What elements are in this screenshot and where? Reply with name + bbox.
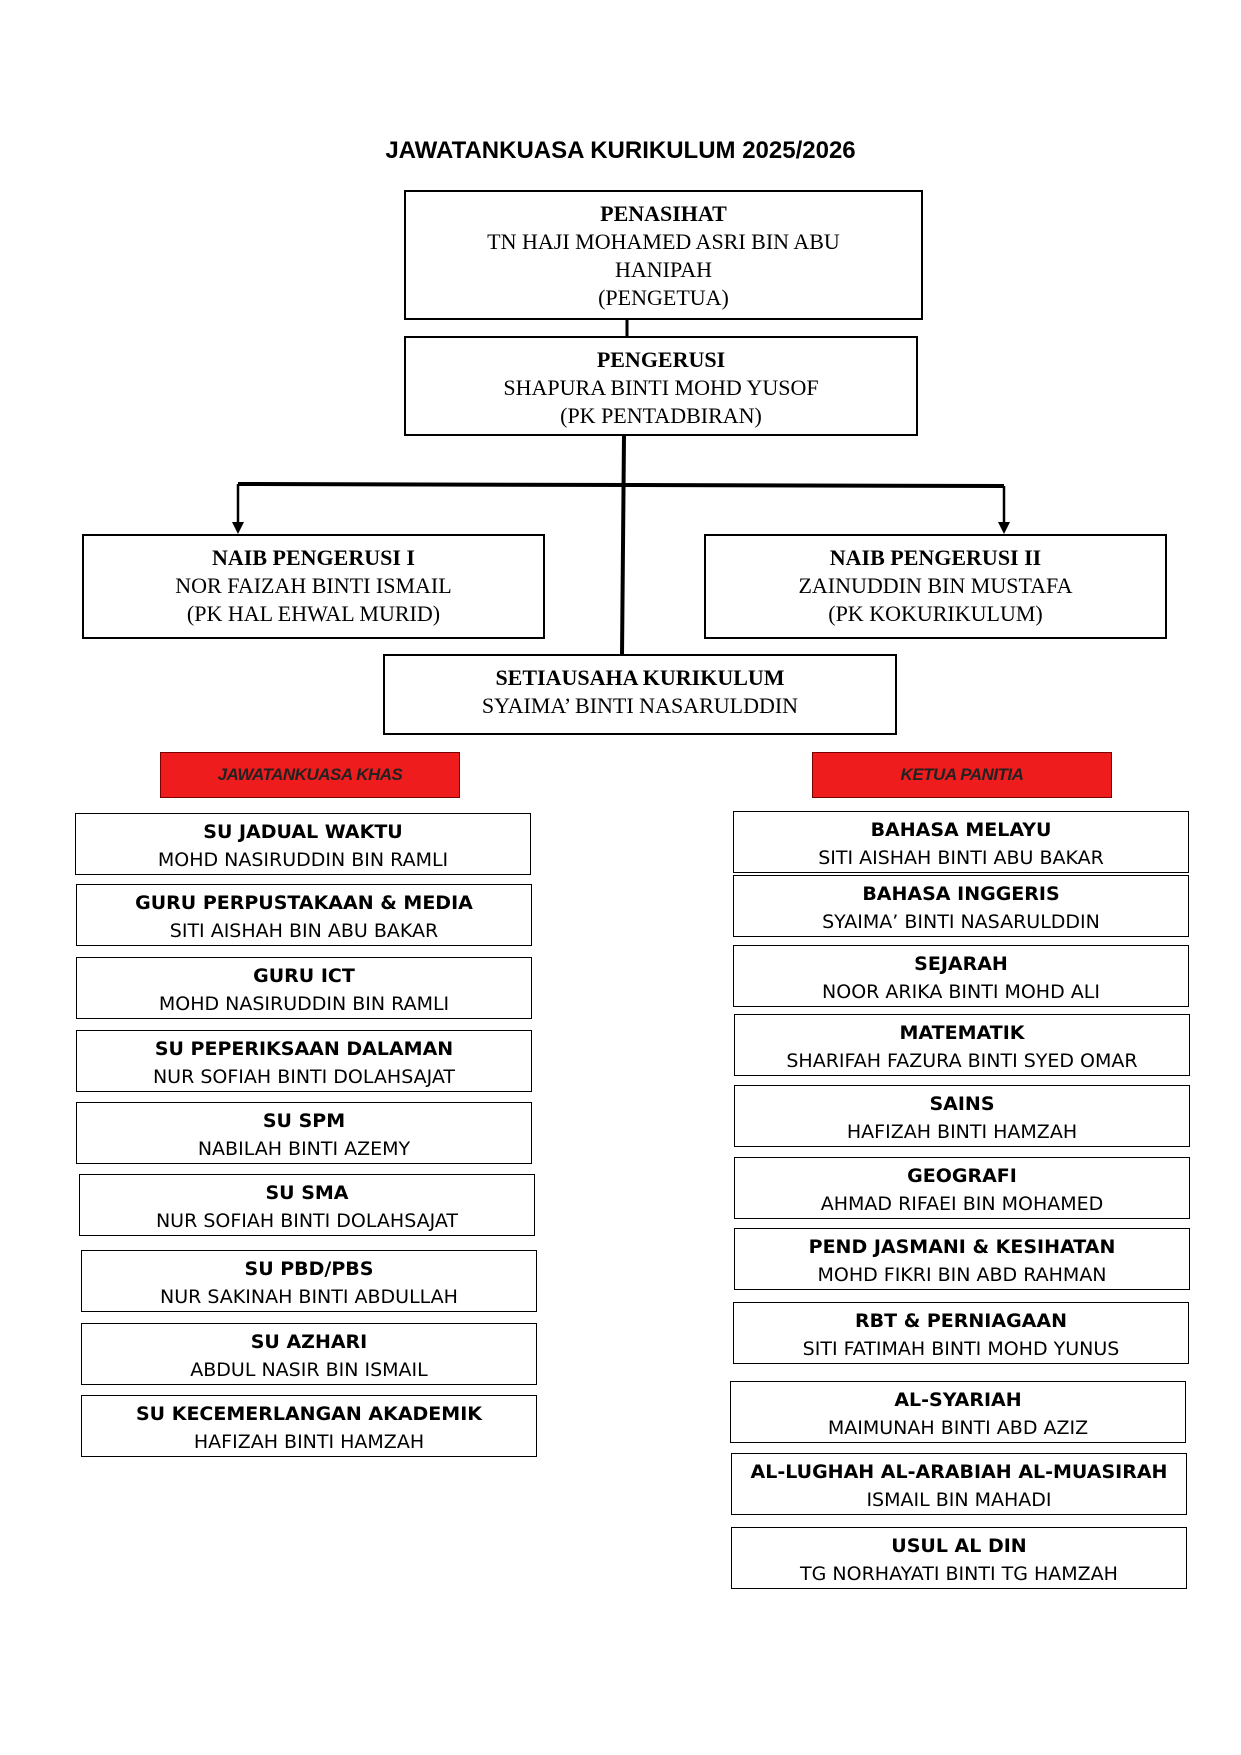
panitia-item: MATEMATIK SHARIFAH FAZURA BINTI SYED OMAR (734, 1014, 1190, 1076)
khas-item-name: NUR SOFIAH BINTI DOLAHSAJAT (155, 1210, 459, 1232)
setiausaha-box: SETIAUSAHA KURIKULUM SYAIMA’ BINTI NASAR… (383, 654, 897, 735)
panitia-item-title: BAHASA INGGERIS (862, 883, 1060, 905)
naib1-name: NOR FAIZAH BINTI ISMAIL (175, 573, 452, 598)
panitia-item: BAHASA MELAYU SITI AISHAH BINTI ABU BAKAR (733, 811, 1189, 873)
khas-item-title: SU SMA (265, 1182, 349, 1204)
naib2-name: ZAINUDDIN BIN MUSTAFA (798, 573, 1073, 598)
panitia-item: SEJARAH NOOR ARIKA BINTI MOHD ALI (733, 945, 1189, 1007)
naib2-position: (PK KOKURIKULUM) (828, 601, 1043, 626)
panitia-item: PEND JASMANI & KESIHATAN MOHD FIKRI BIN A… (734, 1228, 1190, 1290)
khas-heading: JAWATANKUASA KHAS (160, 752, 460, 798)
panitia-item-name: SYAIMA’ BINTI NASARULDDIN (822, 911, 1100, 933)
khas-item: SU AZHARI ABDUL NASIR BIN ISMAIL (81, 1323, 537, 1385)
connector-horizontal-branch (237, 482, 1005, 488)
khas-item-title: SU PBD/PBS (244, 1258, 374, 1280)
khas-item-name: NUR SAKINAH BINTI ABDULLAH (160, 1286, 458, 1308)
pengerusi-name: SHAPURA BINTI MOHD YUSOF (503, 375, 819, 400)
khas-item-name: MOHD NASIRUDDIN BIN RAMLI (158, 993, 450, 1015)
naib1-box: NAIB PENGERUSI I NOR FAIZAH BINTI ISMAIL… (82, 534, 545, 639)
page-title: JAWATANKUASA KURIKULUM 2025/2026 (385, 137, 856, 164)
khas-item-title: GURU PERPUSTAKAAN & MEDIA (135, 892, 473, 914)
penasihat-box: PENASIHAT TN HAJI MOHAMED ASRI BIN ABU H… (404, 190, 923, 320)
khas-item: SU JADUAL WAKTU MOHD NASIRUDDIN BIN RAMLI (75, 813, 531, 875)
khas-item-name: NUR SOFIAH BINTI DOLAHSAJAT (152, 1066, 456, 1088)
panitia-item-title: AL-SYARIAH (894, 1389, 1022, 1411)
khas-item: SU PBD/PBS NUR SAKINAH BINTI ABDULLAH (81, 1250, 537, 1312)
panitia-item-title: PEND JASMANI & KESIHATAN (808, 1236, 1116, 1258)
panitia-item: RBT & PERNIAGAAN SITI FATIMAH BINTI MOHD … (733, 1302, 1189, 1364)
panitia-item-title: MATEMATIK (899, 1022, 1025, 1044)
khas-item: SU SPM NABILAH BINTI AZEMY (76, 1102, 532, 1164)
khas-item-title: SU AZHARI (250, 1331, 368, 1353)
penasihat-name-line2: HANIPAH (615, 257, 712, 282)
panitia-item-name: SITI AISHAH BINTI ABU BAKAR (818, 847, 1104, 869)
panitia-item-name: MOHD FIKRI BIN ABD RAHMAN (817, 1264, 1107, 1286)
naib2-role: NAIB PENGERUSI II (829, 545, 1042, 570)
panitia-item-title: USUL AL DIN (891, 1535, 1027, 1557)
penasihat-position: (PENGETUA) (598, 285, 729, 310)
panitia-item-name: AHMAD RIFAEI BIN MOHAMED (820, 1193, 1104, 1215)
naib1-position: (PK HAL EHWAL MURID) (186, 601, 441, 626)
khas-item-name: MOHD NASIRUDDIN BIN RAMLI (157, 849, 449, 871)
khas-item: SU PEPERIKSAAN DALAMAN NUR SOFIAH BINTI D… (76, 1030, 532, 1092)
khas-item: SU KECEMERLANGAN AKADEMIK HAFIZAH BINTI H… (81, 1395, 537, 1457)
khas-item-title: SU PEPERIKSAAN DALAMAN (154, 1038, 454, 1060)
panitia-item-name: NOOR ARIKA BINTI MOHD ALI (822, 981, 1100, 1003)
panitia-item-name: SHARIFAH FAZURA BINTI SYED OMAR (786, 1050, 1138, 1072)
panitia-item-title: AL-LUGHAH AL-ARABIAH AL-MUASIRAH (750, 1461, 1168, 1483)
arrow-naib1-icon (232, 522, 244, 534)
pengerusi-position: (PK PENTADBIRAN) (560, 403, 762, 428)
khas-item-title: GURU ICT (253, 965, 355, 987)
penasihat-name-line1: TN HAJI MOHAMED ASRI BIN ABU (487, 229, 840, 254)
khas-item: SU SMA NUR SOFIAH BINTI DOLAHSAJAT (79, 1174, 535, 1236)
penasihat-role: PENASIHAT (600, 201, 727, 226)
panitia-item-title: BAHASA MELAYU (870, 819, 1052, 841)
panitia-item: SAINS HAFIZAH BINTI HAMZAH (734, 1085, 1190, 1147)
panitia-item-title: GEOGRAFI (907, 1165, 1017, 1187)
panitia-item-title: SAINS (929, 1093, 995, 1115)
setiausaha-name: SYAIMA’ BINTI NASARULDDIN (481, 693, 799, 718)
khas-item-title: SU JADUAL WAKTU (203, 821, 403, 843)
arrow-naib2-icon (998, 522, 1010, 534)
khas-item-name: NABILAH BINTI AZEMY (197, 1138, 411, 1160)
panitia-item-name: SITI FATIMAH BINTI MOHD YUNUS (802, 1338, 1120, 1360)
khas-item-name: HAFIZAH BINTI HAMZAH (193, 1431, 425, 1453)
panitia-item-title: SEJARAH (914, 953, 1008, 975)
pengerusi-box: PENGERUSI SHAPURA BINTI MOHD YUSOF (PK P… (404, 336, 918, 436)
panitia-item-name: HAFIZAH BINTI HAMZAH (846, 1121, 1078, 1143)
naib2-box: NAIB PENGERUSI II ZAINUDDIN BIN MUSTAFA … (704, 534, 1167, 639)
khas-item-title: SU KECEMERLANGAN AKADEMIK (136, 1403, 482, 1425)
setiausaha-role: SETIAUSAHA KURIKULUM (495, 665, 785, 690)
panitia-item-name: TG NORHAYATI BINTI TG HAMZAH (800, 1563, 1118, 1585)
panitia-item: USUL AL DIN TG NORHAYATI BINTI TG HAMZAH (731, 1527, 1187, 1589)
naib1-role: NAIB PENGERUSI I (212, 545, 415, 570)
panitia-item-title: RBT & PERNIAGAAN (855, 1310, 1067, 1332)
panitia-item: GEOGRAFI AHMAD RIFAEI BIN MOHAMED (734, 1157, 1190, 1219)
panitia-item-name: MAIMUNAH BINTI ABD AZIZ (827, 1417, 1089, 1439)
pengerusi-role: PENGERUSI (596, 347, 726, 372)
connector-pengerusi-setiausaha (620, 435, 626, 657)
panitia-heading: KETUA PANITIA (812, 752, 1112, 798)
panitia-item-name: ISMAIL BIN MAHADI (866, 1489, 1052, 1511)
panitia-item: AL-LUGHAH AL-ARABIAH AL-MUASIRAH ISMAIL B… (731, 1453, 1187, 1515)
khas-item-name: SITI AISHAH BIN ABU BAKAR (169, 920, 439, 942)
khas-item-name: ABDUL NASIR BIN ISMAIL (190, 1359, 428, 1381)
panitia-item: AL-SYARIAH MAIMUNAH BINTI ABD AZIZ (730, 1381, 1186, 1443)
khas-item-title: SU SPM (262, 1110, 346, 1132)
khas-item: GURU ICT MOHD NASIRUDDIN BIN RAMLI (76, 957, 532, 1019)
khas-item: GURU PERPUSTAKAAN & MEDIA SITI AISHAH BIN… (76, 884, 532, 946)
panitia-item: BAHASA INGGERIS SYAIMA’ BINTI NASARULDDIN (733, 875, 1189, 937)
